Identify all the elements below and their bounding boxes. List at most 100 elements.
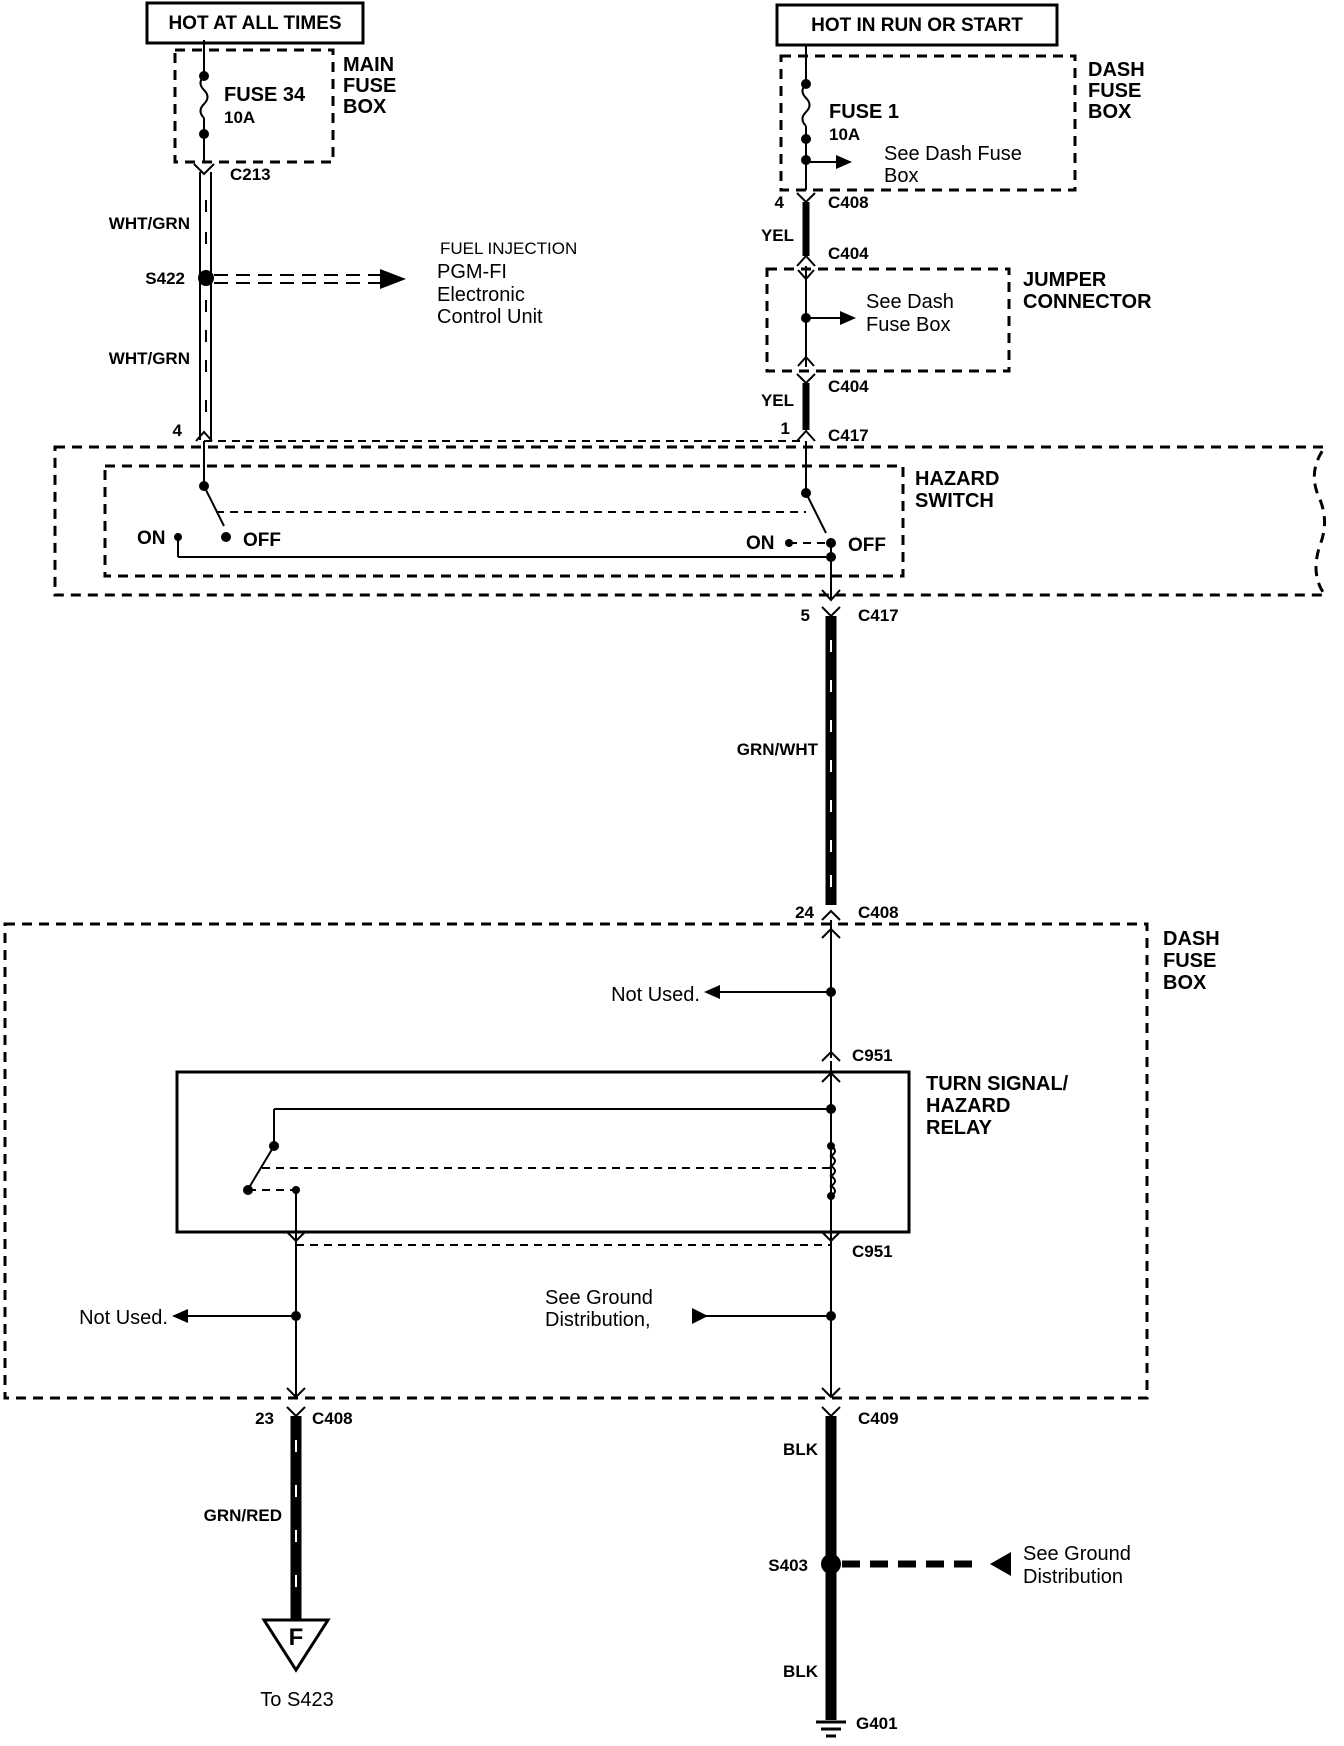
- c417-right-pin: 1: [781, 419, 790, 438]
- fuse-34-rating: 10A: [224, 108, 255, 127]
- c417-left-pin: 4: [173, 421, 183, 440]
- hot-at-all-times-label: HOT AT ALL TIMES: [168, 13, 341, 34]
- fuel-injection-line-3: Control Unit: [437, 306, 543, 328]
- c417-bottom-label: C417: [858, 606, 899, 625]
- fuse-1-note-1: See Dash Fuse: [884, 143, 1022, 165]
- s422-label: S422: [145, 269, 185, 288]
- see-ground-1-line-1: See Ground: [545, 1287, 653, 1309]
- relay-label-1: TURN SIGNAL/: [926, 1073, 1069, 1095]
- fuel-injection-line-2: Electronic: [437, 284, 525, 306]
- c408-bottom-pin: 23: [255, 1409, 274, 1428]
- wht-grn-label-2: WHT/GRN: [109, 349, 190, 368]
- hot-in-run-or-start-label: HOT IN RUN OR START: [811, 15, 1023, 36]
- fuse-1-arrow-icon: [836, 155, 852, 169]
- jumper-connector: JUMPER CONNECTOR See Dash Fuse Box: [765, 266, 1152, 373]
- left-switch-blade-icon: [203, 485, 225, 527]
- fuse-34-element-icon: [199, 75, 209, 119]
- c417-bottom-connector-icon: [821, 606, 841, 618]
- c417-top-connector-icon: [796, 429, 816, 442]
- turn-signal-hazard-relay-box: [175, 1070, 911, 1234]
- c408-top-connector-icon: [796, 192, 816, 204]
- not-used-2-arrow-icon: [172, 1309, 188, 1323]
- fuel-injection-label: FUEL INJECTION PGM-FI Electronic Control…: [437, 239, 577, 328]
- c404-lower-label: C404: [828, 377, 869, 396]
- not-used-1-arrow-icon: [704, 985, 720, 999]
- left-switch-off: OFF: [243, 530, 281, 551]
- blk-label-2: BLK: [783, 1662, 819, 1681]
- pgm-fi-arrow-icon: [380, 269, 406, 289]
- see-ground-1-line-2: Distribution,: [545, 1309, 651, 1331]
- dash-fuse-box-bottom-label-2: FUSE: [1163, 950, 1216, 972]
- g401-ground-icon: [816, 1720, 846, 1738]
- dash-fuse-box-top-label-1: DASH: [1088, 59, 1145, 81]
- not-used-2: Not Used.: [79, 1307, 168, 1329]
- c408-bottom-label: C408: [312, 1409, 353, 1428]
- dash-fuse-box-top-label-3: BOX: [1088, 101, 1132, 123]
- yel-wire-lower: C404 YEL 1 C417: [761, 373, 869, 445]
- c408-top-pin: 4: [775, 193, 785, 212]
- main-fuse-box-label-3: BOX: [343, 96, 387, 118]
- see-ground-1-arrow-icon: [692, 1308, 708, 1324]
- main-fuse-box-label-1: MAIN: [343, 54, 394, 76]
- fuse-1-name: FUSE 1: [829, 101, 899, 123]
- see-ground-2-arrow-icon: [990, 1552, 1011, 1576]
- relay-coil-icon: [829, 1145, 836, 1197]
- dash-fuse-box-bottom-label-1: DASH: [1163, 928, 1220, 950]
- dash-fuse-box-bottom: DASH FUSE BOX Not Used. C951 TURN SIGNAL…: [3, 920, 1220, 1400]
- fuse-1-rating: 10A: [829, 125, 860, 144]
- main-fuse-box: MAIN FUSE BOX FUSE 34 10A: [173, 40, 396, 164]
- grn-red-wire: 23 C408 GRN/RED F To S423: [204, 1406, 353, 1711]
- c404-upper-connector-icon: [796, 254, 816, 267]
- main-fuse-box-label-2: FUSE: [343, 75, 396, 97]
- grn-red-label: GRN/RED: [204, 1506, 282, 1525]
- c409-label: C409: [858, 1409, 899, 1428]
- to-s423-label: To S423: [260, 1689, 333, 1711]
- see-ground-2-line-2: Distribution: [1023, 1566, 1123, 1588]
- s422-splice-icon: [198, 270, 214, 286]
- grn-wht-label: GRN/WHT: [737, 740, 819, 759]
- jumper-connector-label-2: CONNECTOR: [1023, 291, 1152, 313]
- c408-mid-label: C408: [858, 903, 899, 922]
- terminal-f-letter: F: [289, 1624, 304, 1651]
- dash-fuse-box-bottom-label-3: BOX: [1163, 972, 1207, 994]
- s403-splice-icon: [821, 1554, 841, 1574]
- c951-top-label: C951: [852, 1046, 893, 1065]
- g401-label: G401: [856, 1714, 898, 1733]
- c417-bottom-pin: 5: [801, 606, 810, 625]
- hazard-switch-label-2: SWITCH: [915, 490, 994, 512]
- jumper-arrow-icon: [840, 311, 856, 325]
- wht-grn-wire: C213 WHT/GRN WHT/GRN S422: [109, 134, 406, 440]
- c417-left-connector-icon: [195, 430, 213, 442]
- wht-grn-label-1: WHT/GRN: [109, 214, 190, 233]
- c951-bottom-label: C951: [852, 1242, 893, 1261]
- fuse-1-element-icon: [801, 83, 811, 127]
- see-ground-2-line-1: See Ground: [1023, 1543, 1131, 1565]
- relay-label-3: RELAY: [926, 1117, 993, 1139]
- not-used-1: Not Used.: [611, 984, 700, 1006]
- c951-top-connector-icon: [821, 1050, 841, 1062]
- relay-label-2: HAZARD: [926, 1095, 1010, 1117]
- dash-fuse-box-top: DASH FUSE BOX FUSE 1 10A See Dash Fuse B…: [779, 45, 1145, 192]
- c404-lower-connector-icon: [796, 373, 816, 385]
- blk-wire: C409 BLK S403 See Ground Distribution BL…: [768, 1406, 1131, 1738]
- fuse-34-name: FUSE 34: [224, 84, 306, 106]
- hazard-switch-label-1: HAZARD: [915, 468, 999, 490]
- fuel-injection-line-1: PGM-FI: [437, 261, 507, 283]
- c213-label: C213: [230, 165, 271, 184]
- dash-fuse-box-top-label-2: FUSE: [1088, 80, 1141, 102]
- c417-top-label: C417: [828, 426, 869, 445]
- relay-contact-blade-icon: [249, 1145, 275, 1187]
- c213-connector-icon: [193, 163, 215, 176]
- c409-connector-icon: [821, 1406, 841, 1418]
- right-switch-blade-icon: [805, 492, 827, 534]
- right-switch-on: ON: [746, 533, 775, 554]
- c408-mid-connector-icon: [821, 909, 841, 921]
- c408-top-label: C408: [828, 193, 869, 212]
- grn-wht-wire: 5 C417 GRN/WHT 24 C408: [737, 606, 899, 922]
- left-switch-on: ON: [137, 528, 166, 549]
- jumper-connector-label-1: JUMPER: [1023, 269, 1107, 291]
- yel-wire-upper: 4 C408 YEL C404: [761, 192, 869, 267]
- s403-label: S403: [768, 1556, 808, 1575]
- jumper-note-1: See Dash: [866, 291, 954, 313]
